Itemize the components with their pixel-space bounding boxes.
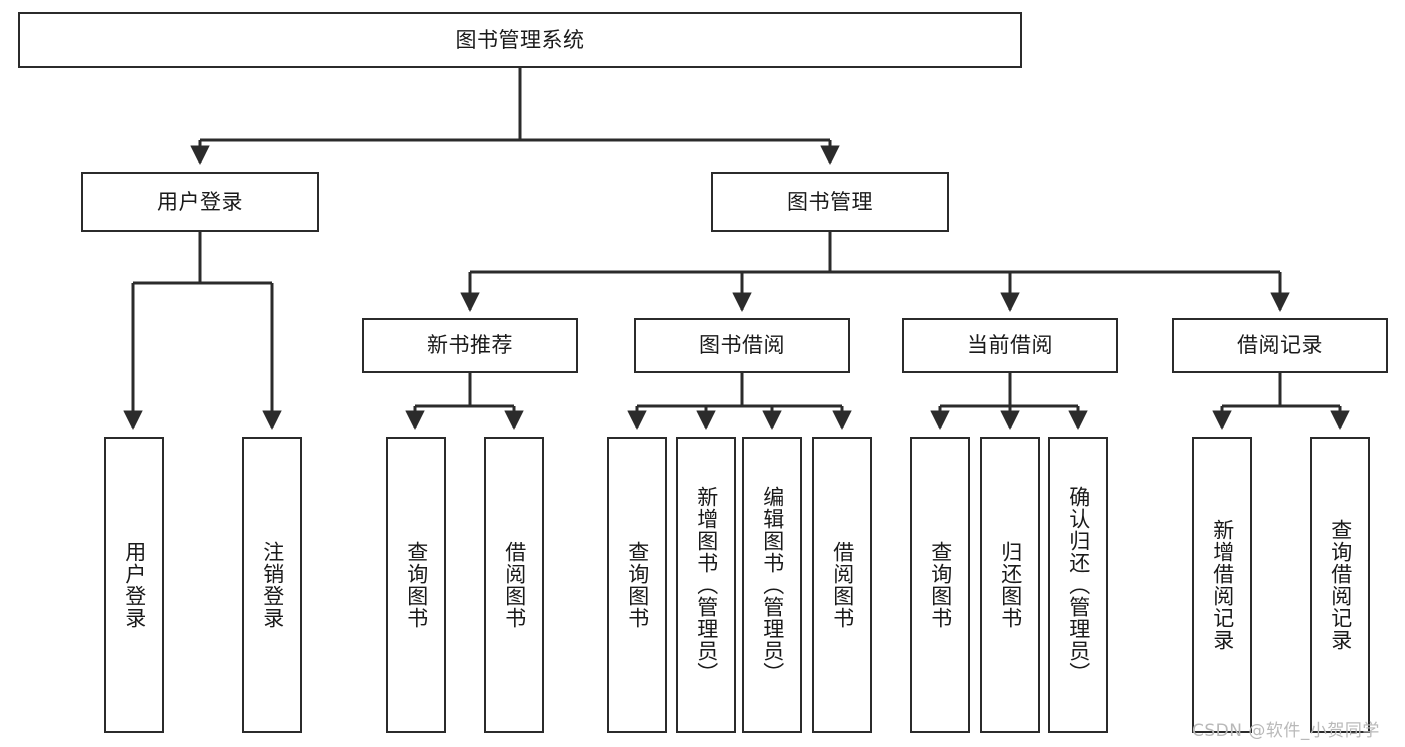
leaf-record-add-borrow-record[interactable]: 新增借阅记录 [1192, 437, 1252, 733]
node-label: 归还图书 [998, 541, 1023, 629]
leaf-borrow-edit-book-admin[interactable]: 编辑图书（管理员） [742, 437, 802, 733]
node-book-borrowing[interactable]: 图书借阅 [634, 318, 850, 373]
node-label: 编辑图书（管理员） [760, 486, 785, 684]
leaf-record-query-borrow-record[interactable]: 查询借阅记录 [1310, 437, 1370, 733]
node-label: 当前借阅 [967, 333, 1053, 358]
node-label: 新增图书（管理员） [694, 486, 719, 684]
node-root-book-management-system[interactable]: 图书管理系统 [18, 12, 1022, 68]
node-label: 借阅记录 [1237, 333, 1323, 358]
node-label: 图书管理系统 [455, 27, 585, 52]
node-label: 查询图书 [928, 541, 953, 629]
node-label: 新书推荐 [427, 333, 513, 358]
node-label: 用户登录 [157, 189, 243, 214]
node-user-login[interactable]: 用户登录 [81, 172, 319, 232]
leaf-borrow-borrow-book[interactable]: 借阅图书 [812, 437, 872, 733]
leaf-current-return-book[interactable]: 归还图书 [980, 437, 1040, 733]
leaf-recommend-query-book[interactable]: 查询图书 [386, 437, 446, 733]
node-label: 查询图书 [625, 541, 650, 629]
leaf-user-login-signin[interactable]: 用户登录 [104, 437, 164, 733]
node-current-borrowing[interactable]: 当前借阅 [902, 318, 1118, 373]
node-label: 借阅图书 [502, 541, 527, 629]
node-label: 图书管理 [787, 189, 873, 214]
node-label: 查询借阅记录 [1328, 519, 1353, 651]
leaf-current-query-book[interactable]: 查询图书 [910, 437, 970, 733]
leaf-borrow-add-book-admin[interactable]: 新增图书（管理员） [676, 437, 736, 733]
node-label: 图书借阅 [699, 333, 785, 358]
leaf-user-login-signout[interactable]: 注销登录 [242, 437, 302, 733]
node-label: 注销登录 [260, 541, 285, 629]
csdn-watermark: CSDN @软件_小贺同学 [1192, 721, 1380, 741]
node-label: 确认归还（管理员） [1066, 486, 1091, 684]
leaf-borrow-query-book[interactable]: 查询图书 [607, 437, 667, 733]
node-label: 查询图书 [404, 541, 429, 629]
leaf-recommend-borrow-book[interactable]: 借阅图书 [484, 437, 544, 733]
leaf-current-confirm-return-admin[interactable]: 确认归还（管理员） [1048, 437, 1108, 733]
node-borrowing-record[interactable]: 借阅记录 [1172, 318, 1388, 373]
node-label: 新增借阅记录 [1210, 519, 1235, 651]
node-book-management[interactable]: 图书管理 [711, 172, 949, 232]
node-label: 借阅图书 [830, 541, 855, 629]
node-new-book-recommendation[interactable]: 新书推荐 [362, 318, 578, 373]
node-label: 用户登录 [122, 541, 147, 629]
